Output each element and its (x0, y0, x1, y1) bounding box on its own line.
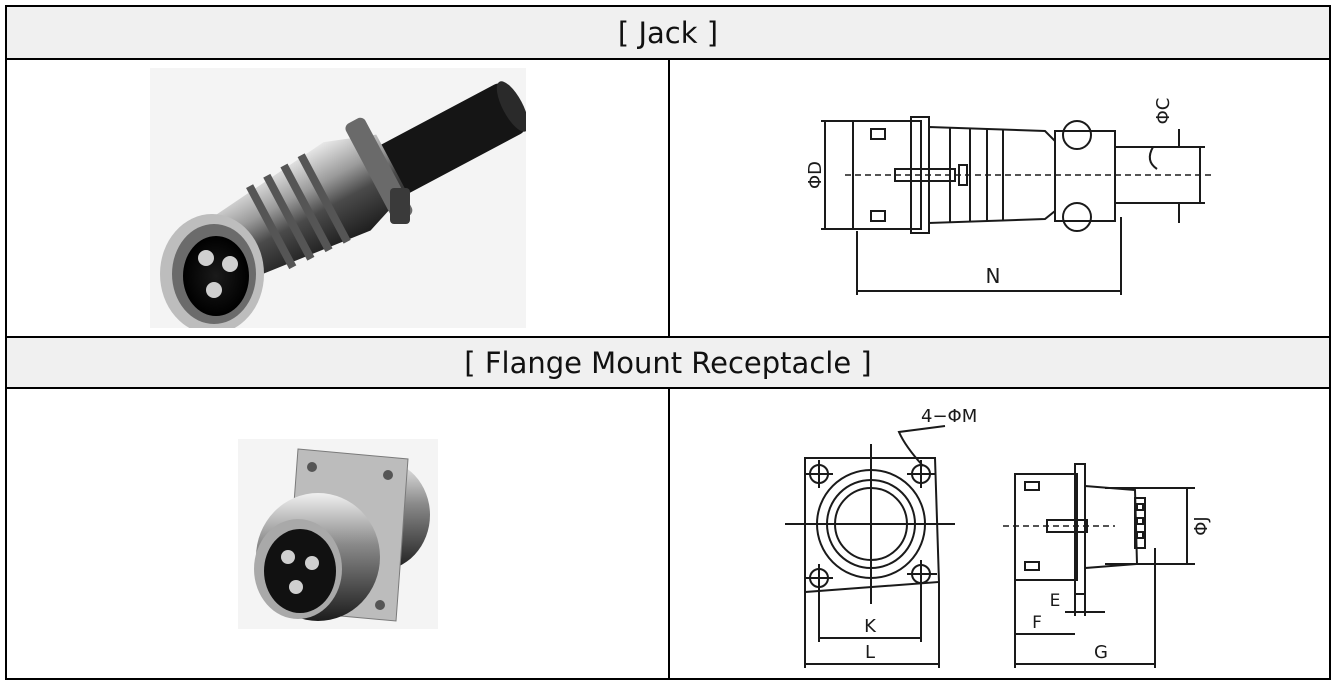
divider (7, 336, 1329, 338)
flange-photo-cell (7, 389, 668, 678)
l-label: L (864, 642, 874, 663)
n-label: N (985, 264, 1000, 288)
g-label: G (1094, 642, 1108, 663)
k-label: K (864, 616, 877, 637)
divider (7, 387, 1329, 389)
jack-header-text: [ Jack ] (617, 15, 719, 50)
phi-d-label: ΦD (805, 161, 826, 189)
flange-header-text: [ Flange Mount Receptacle ] (464, 345, 872, 380)
jack-section-header: [ Jack ] (7, 7, 1329, 58)
e-label: E (1049, 591, 1060, 611)
jack-photo-cell (7, 60, 668, 336)
connector-spec-table: [ Jack ] (5, 5, 1331, 680)
flange-dimension-drawing: 4−ΦM K L ΦJ E F G (774, 395, 1225, 672)
f-label: F (1032, 613, 1042, 633)
jack-dimension-drawing: ΦD ΦC N (774, 91, 1225, 305)
phi-c-label: ΦC (1153, 98, 1174, 125)
divider (668, 60, 670, 336)
divider (668, 389, 670, 678)
flange-section-header: [ Flange Mount Receptacle ] (7, 338, 1329, 387)
holes-label: 4−ΦM (921, 406, 977, 427)
jack-connector-photo (149, 68, 526, 328)
phi-j-label: ΦJ (1191, 516, 1212, 535)
divider (7, 58, 1329, 60)
jack-drawing-cell: ΦD ΦC N (670, 60, 1329, 336)
flange-drawing-cell: 4−ΦM K L ΦJ E F G (670, 389, 1329, 678)
flange-mount-receptacle-photo (237, 438, 438, 629)
